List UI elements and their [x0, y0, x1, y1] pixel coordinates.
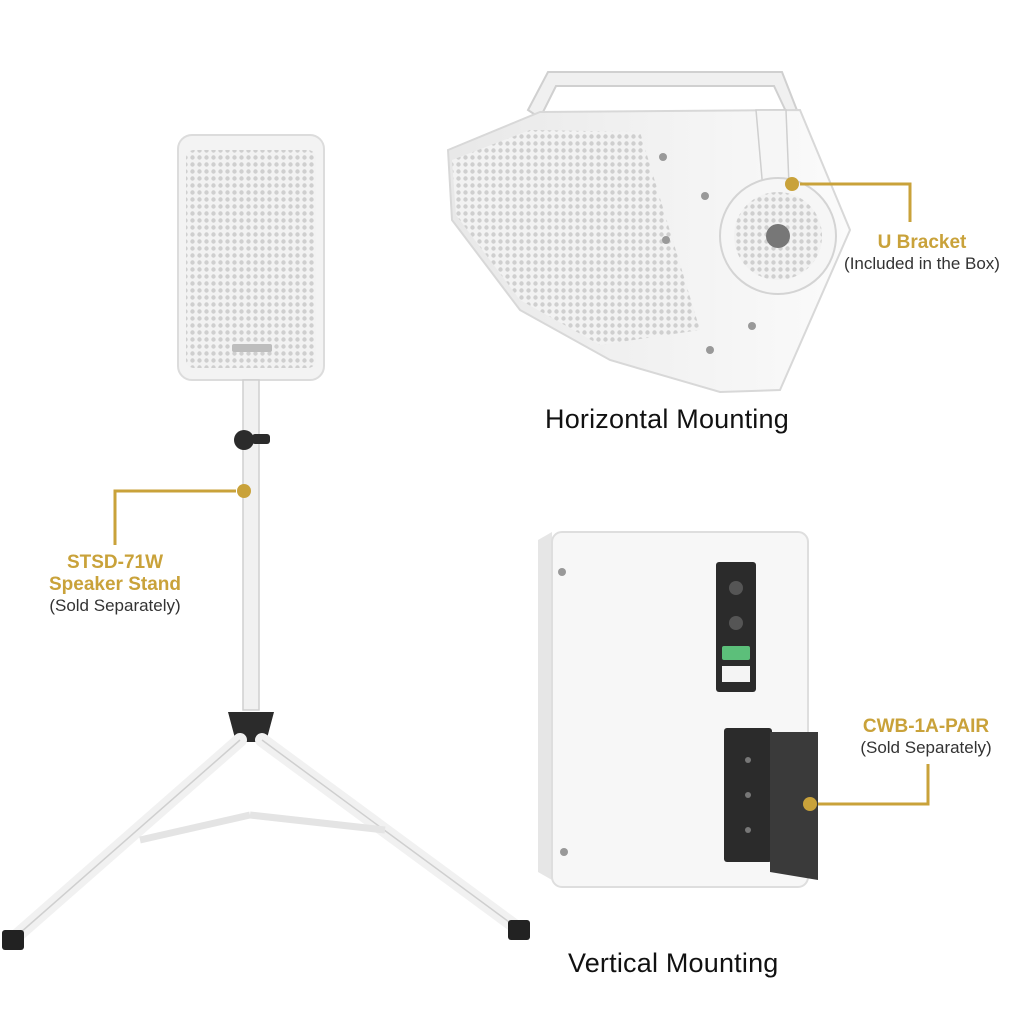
stand-foot [2, 930, 24, 950]
u-bracket-callout-leader [785, 177, 912, 222]
stand-subtitle: (Sold Separately) [49, 595, 181, 615]
horizontal-mounting-heading: Horizontal Mounting [545, 404, 789, 434]
stand-model-title: STSD-71W [66, 552, 164, 573]
wall-bracket-callout-leader [803, 764, 930, 811]
u-bracket-subtitle: (Included in the Box) [844, 253, 1000, 273]
bracket-knob-icon [766, 224, 790, 248]
wall-bracket-subtitle: (Sold Separately) [860, 737, 992, 757]
wall-bracket-callout: CWB-1A-PAIR (Sold Separately) [838, 716, 1014, 757]
wall-bracket-arm [770, 732, 818, 880]
u-bracket-title: U Bracket [877, 232, 967, 253]
serial-label [722, 666, 750, 682]
stand-callout-leader [113, 484, 251, 545]
brand-badge [232, 344, 272, 352]
horizontal-speaker [446, 71, 852, 394]
speakon-connector-icon [729, 581, 743, 595]
speakon-connector-icon [729, 616, 743, 630]
stand-callout: STSD-71W Speaker Stand (Sold Separately) [20, 552, 210, 615]
stand-foot [508, 920, 530, 940]
speaker-stand [2, 379, 530, 950]
u-bracket-callout: U Bracket (Included in the Box) [820, 232, 1024, 273]
stand-name-title: Speaker Stand [49, 573, 181, 595]
stand-knob-icon [234, 430, 270, 450]
dot-marker-icon [237, 484, 251, 498]
vertical-mounting-heading: Vertical Mounting [568, 948, 779, 978]
stand-speaker [177, 134, 325, 381]
terminal-block [722, 646, 750, 660]
vertical-speaker [538, 531, 818, 888]
wall-bracket-title: CWB-1A-PAIR [862, 716, 990, 737]
dot-marker-icon [785, 177, 799, 191]
dot-marker-icon [803, 797, 817, 811]
